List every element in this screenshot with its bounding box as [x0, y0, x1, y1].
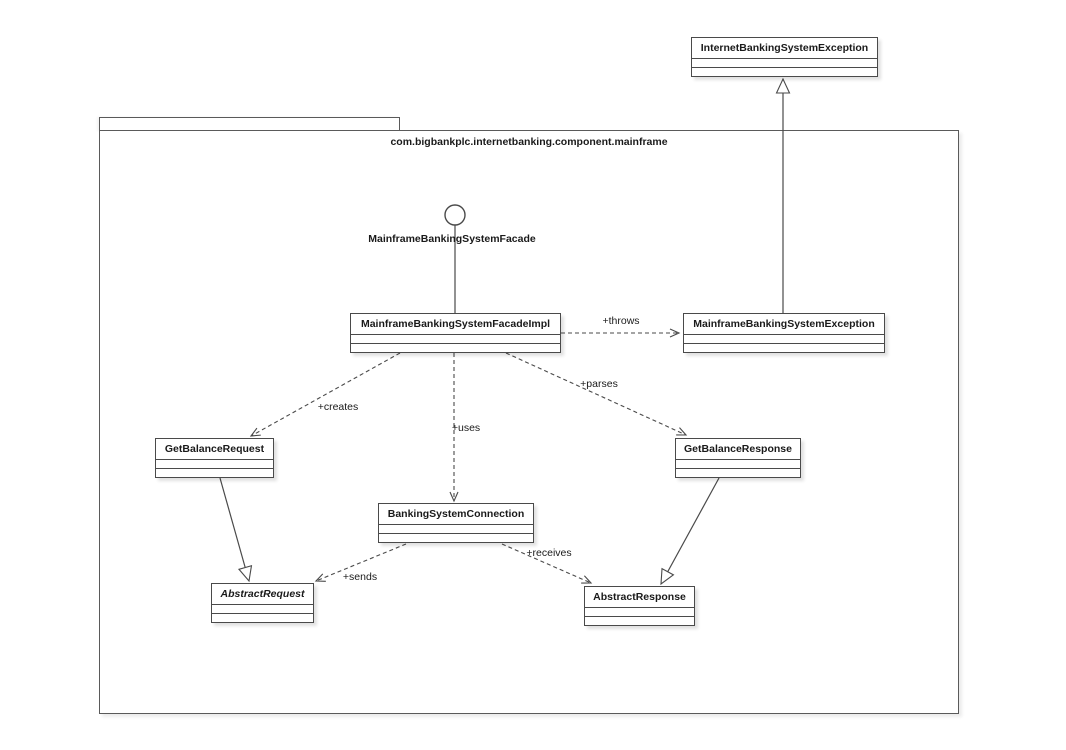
package-tab — [99, 117, 400, 131]
interface-label: MainframeBankingSystemFacade — [368, 233, 536, 245]
relationship-label-throws: +throws — [602, 315, 640, 327]
class-name: GetBalanceResponse — [676, 439, 800, 460]
class-name: GetBalanceRequest — [156, 439, 273, 460]
attributes-compartment — [351, 335, 560, 343]
attributes-compartment — [156, 460, 273, 468]
class-box-internet-banking-system-exception: InternetBankingSystemException — [691, 37, 878, 77]
operations-compartment — [379, 533, 533, 542]
attributes-compartment — [684, 335, 884, 343]
dependency-line-creates — [249, 352, 401, 437]
attributes-compartment — [692, 59, 877, 67]
interface-lollipop-icon — [444, 204, 466, 226]
operations-compartment — [212, 613, 313, 622]
operations-compartment — [351, 343, 560, 352]
class-name: InternetBankingSystemException — [692, 38, 877, 59]
class-box-get-balance-request: GetBalanceRequest — [155, 438, 274, 478]
dependency-line-sends — [314, 543, 407, 582]
class-box-abstract-request: AbstractRequest — [211, 583, 314, 623]
generalization-line-response — [660, 477, 720, 586]
relationship-label-creates: +creates — [317, 401, 359, 413]
class-box-abstract-response: AbstractResponse — [584, 586, 695, 626]
operations-compartment — [676, 468, 800, 477]
operations-compartment — [692, 67, 877, 76]
operations-compartment — [156, 468, 273, 477]
package-label: com.bigbankplc.internetbanking.component… — [390, 136, 668, 148]
attributes-compartment — [676, 460, 800, 468]
class-name: BankingSystemConnection — [379, 504, 533, 525]
class-box-mainframe-banking-system-exception: MainframeBankingSystemException — [683, 313, 885, 353]
class-box-get-balance-response: GetBalanceResponse — [675, 438, 801, 478]
relationship-label-receives: +receives — [526, 547, 572, 559]
relationship-label-sends: +sends — [342, 571, 378, 583]
dependency-line-receives — [501, 543, 593, 584]
attributes-compartment — [585, 608, 694, 616]
dependency-line-parses — [505, 352, 688, 436]
attributes-compartment — [212, 605, 313, 613]
operations-compartment — [585, 616, 694, 625]
relationship-label-uses: +uses — [451, 422, 481, 434]
class-name: MainframeBankingSystemException — [684, 314, 884, 335]
class-name: MainframeBankingSystemFacadeImpl — [351, 314, 560, 335]
attributes-compartment — [379, 525, 533, 533]
class-box-mainframe-banking-system-facade-impl: MainframeBankingSystemFacadeImpl — [350, 313, 561, 353]
relationship-label-parses: +parses — [580, 378, 618, 390]
class-name: AbstractRequest — [212, 584, 313, 605]
class-name: AbstractResponse — [585, 587, 694, 608]
generalization-line-request — [219, 477, 253, 583]
class-box-banking-system-connection: BankingSystemConnection — [378, 503, 534, 543]
operations-compartment — [684, 343, 884, 352]
